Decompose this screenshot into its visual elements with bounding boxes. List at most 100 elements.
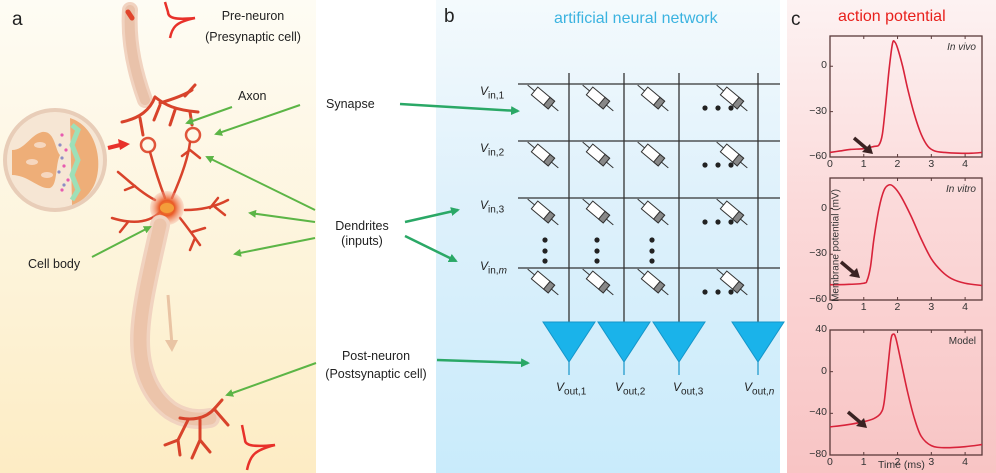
memristor: [716, 268, 748, 296]
post-neuron-label: Post-neuron (Postsynaptic cell): [316, 349, 436, 382]
output-label-n: Vout,n: [744, 380, 774, 397]
input-label-symbol: V: [480, 84, 489, 98]
ellipsis-dot: [702, 289, 708, 295]
chart-condition-label: Model: [948, 336, 976, 347]
ellipsis-dot: [594, 258, 600, 264]
memristor-band: [542, 280, 556, 294]
axon-terminal-branches: [120, 83, 200, 137]
output-label-subscript: out,2: [623, 386, 646, 398]
memristor: [582, 141, 614, 169]
x-tick-label: 1: [860, 301, 867, 313]
memristor-band: [731, 153, 745, 167]
chart-frame: [829, 177, 983, 301]
ellipsis-dot: [542, 248, 548, 254]
y-tick-label: 0: [821, 59, 827, 72]
action-potential-charts: [829, 35, 983, 456]
onset-arrow-head: [849, 268, 860, 278]
ellipsis-dot: [715, 162, 721, 168]
memristor-band: [652, 280, 666, 294]
pre-neuron-label: Pre-neuron (Presynaptic cell): [198, 9, 308, 45]
panel-a-letter: a: [12, 9, 23, 30]
memristor: [527, 198, 559, 226]
ellipsis-dot: [702, 162, 708, 168]
input-label-symbol: V: [480, 259, 489, 273]
output-label-2: Vout,2: [615, 380, 645, 397]
x-tick-label: 4: [962, 301, 968, 313]
panel-c-background: [787, 0, 996, 473]
memristor: [527, 84, 559, 112]
memristor-band: [731, 96, 745, 110]
x-axis-label: Time (ms): [878, 459, 925, 471]
onset-arrow-head: [862, 144, 873, 154]
dendrites: [110, 140, 230, 252]
synapse-zoom-bubble: [3, 108, 130, 212]
dendrites-label: Dendrites (inputs): [322, 219, 402, 249]
panel-c-title: action potential: [838, 8, 946, 25]
pre-neuron-title: Pre-neuron: [221, 9, 285, 23]
synapse-bouton-2: [184, 126, 202, 144]
input-label-subscript: in,1: [488, 90, 505, 102]
memristor-band: [731, 210, 745, 224]
ellipsis-dot: [715, 105, 721, 111]
memristor-band: [542, 210, 556, 224]
ellipsis-dot: [649, 237, 655, 243]
memristor-band: [731, 280, 745, 294]
input-label-m: Vin,m: [480, 259, 507, 276]
input-label-subscript: in,3: [488, 204, 505, 216]
ellipsis-dot: [542, 258, 548, 264]
memristor-band: [652, 210, 666, 224]
ellipsis-dot: [715, 219, 721, 225]
ellipsis-dot: [594, 248, 600, 254]
onset-arrow-shaft: [852, 136, 869, 151]
chart-frame: [829, 35, 983, 158]
ellipsis-dot: [594, 237, 600, 243]
pre-neuron-subtitle: (Presynaptic cell): [205, 30, 301, 44]
y-tick-label: −60: [809, 150, 827, 162]
chart-2: [829, 177, 983, 301]
x-tick-label: 0: [827, 301, 833, 313]
onset-arrow-shaft: [839, 260, 856, 275]
dendrites-subtitle: (inputs): [341, 234, 383, 248]
memristor-band: [652, 96, 666, 110]
memristor-band: [652, 153, 666, 167]
input-label-symbol: V: [480, 198, 489, 212]
x-tick-label: 3: [928, 301, 935, 313]
memristor: [637, 84, 669, 112]
x-tick-label: 2: [894, 158, 901, 170]
x-tick-label: 4: [962, 158, 968, 170]
memristor: [716, 198, 748, 226]
input-label-subscript: in,: [488, 265, 499, 277]
ellipsis-dot: [728, 289, 734, 295]
amplifier-triangle: [652, 321, 706, 363]
panel-b-pointer-arrows: [399, 102, 530, 368]
output-label-symbol: V: [673, 380, 682, 394]
dendrites-title: Dendrites: [335, 219, 389, 233]
memristor-band: [597, 96, 611, 110]
output-label-symbol: V: [744, 380, 753, 394]
x-tick-label: 0: [827, 158, 833, 170]
output-label-symbol: V: [556, 380, 565, 394]
synapse-bouton-1: [139, 136, 157, 154]
memristor: [637, 198, 669, 226]
panel-b-letter: b: [444, 6, 455, 27]
post-neuron-subtitle: (Postsynaptic cell): [325, 367, 427, 381]
amplifier-triangle: [597, 321, 651, 363]
output-label-1: Vout,1: [556, 380, 586, 397]
ellipsis-dot: [728, 162, 734, 168]
output-label-subscript: out,3: [681, 386, 704, 398]
x-tick-label: 3: [928, 456, 935, 468]
x-tick-label: 1: [860, 456, 867, 468]
memristor: [637, 268, 669, 296]
y-tick-label: 0: [821, 201, 827, 214]
memristor: [582, 198, 614, 226]
memristor: [527, 268, 559, 296]
signal-direction-arrow: [166, 294, 174, 346]
ellipsis-dot: [542, 237, 548, 243]
chart-condition-label: In vitro: [945, 184, 976, 195]
memristor: [527, 141, 559, 169]
memristor: [582, 268, 614, 296]
chart-condition-label: In vivo: [947, 42, 976, 53]
memristor: [637, 141, 669, 169]
membrane-potential-line: [829, 333, 983, 449]
membrane-potential-line: [829, 183, 983, 287]
